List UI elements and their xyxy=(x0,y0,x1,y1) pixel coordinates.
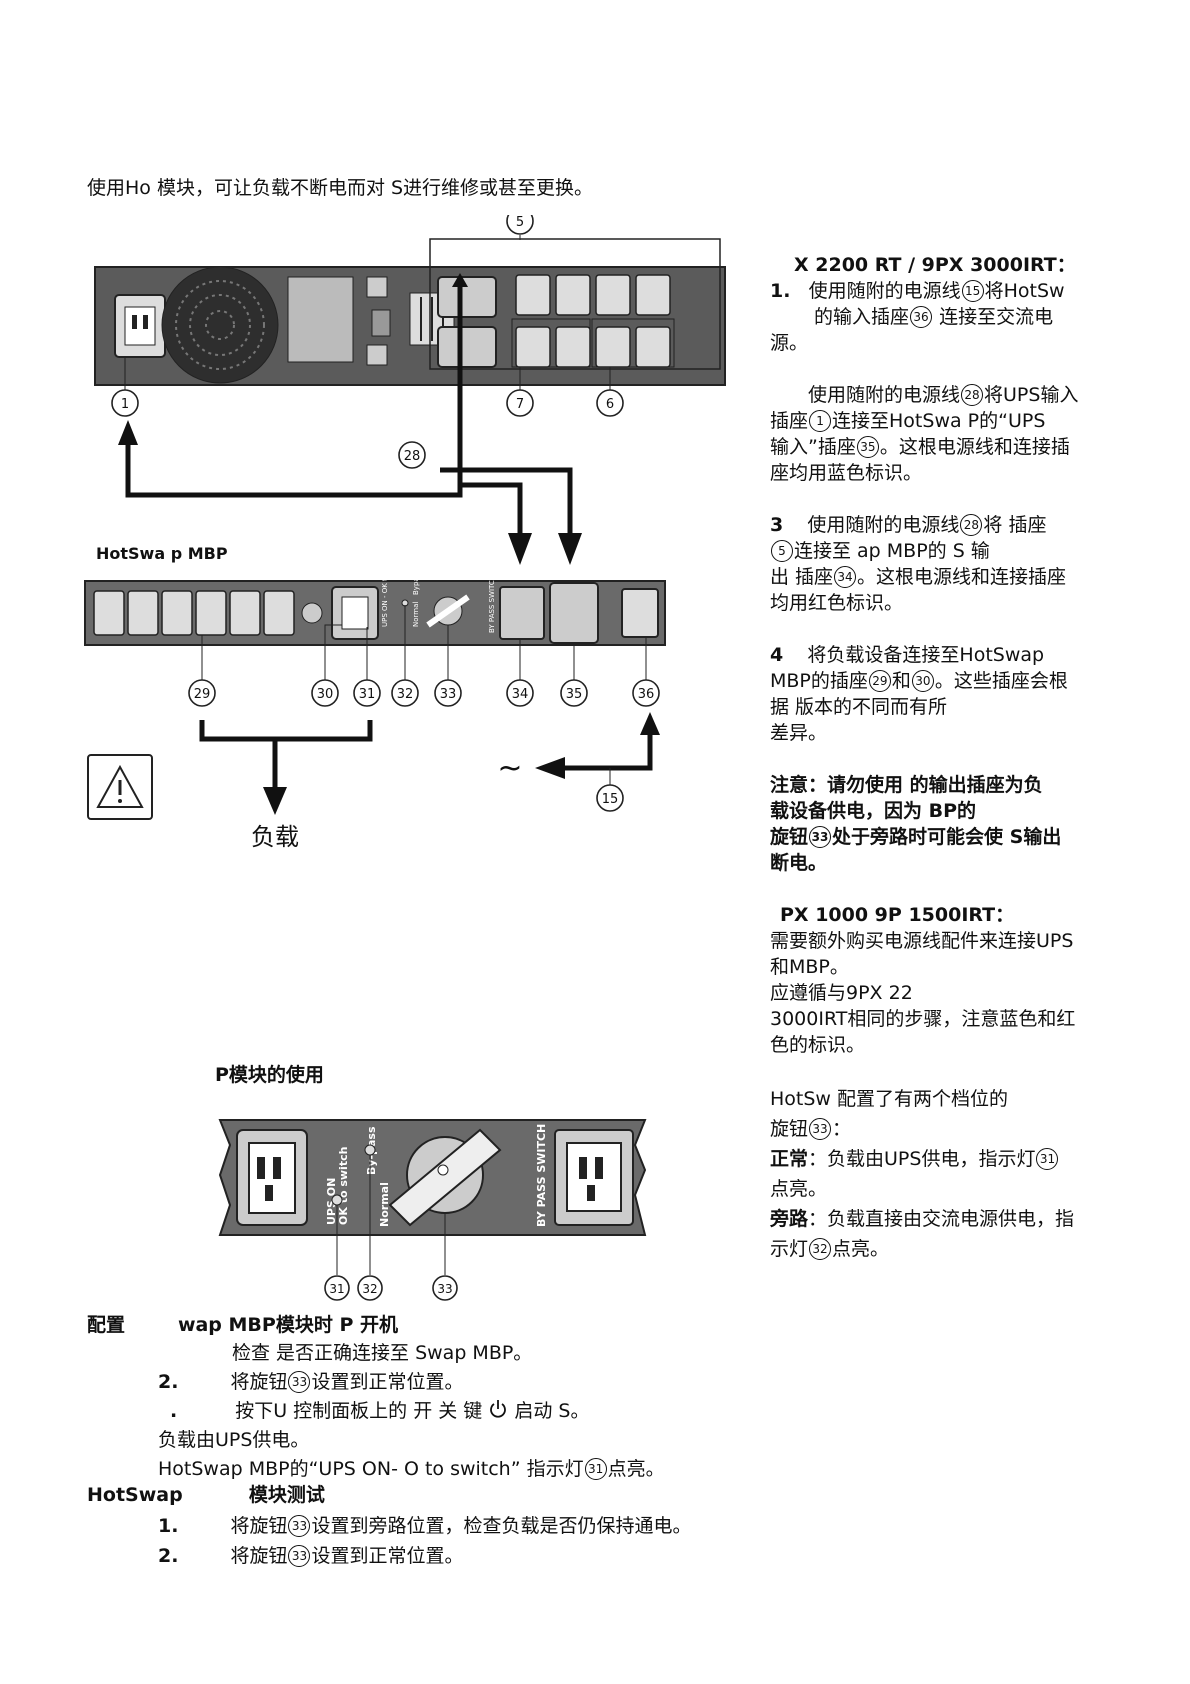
svg-text:Normal: Normal xyxy=(412,602,420,627)
config-step-1: 检查 是否正确连接至 Swap MBP。 xyxy=(232,1342,533,1364)
load-label: 负载 xyxy=(251,823,299,851)
bypass-switch-closeup: UPS ON OK to switch By-pass Normal BY PA… xyxy=(218,1119,647,1301)
svg-text:31: 31 xyxy=(329,1282,344,1296)
ac-symbol: ~ xyxy=(497,751,522,786)
title-9px1000: PX 1000 9P 1500IRT： xyxy=(780,904,1015,926)
fan-grille-icon xyxy=(161,266,279,384)
callout-28: 28 xyxy=(404,449,421,464)
blue-cable-28 xyxy=(125,305,463,498)
intro-text: 使用Ho 模块，可让负载不断电而对 S进行维修或甚至更换。 xyxy=(87,177,594,199)
svg-text:6: 6 xyxy=(606,397,614,412)
callout-31: 31 xyxy=(359,687,376,702)
callout-33: 33 xyxy=(440,687,457,702)
power-icon xyxy=(490,1400,507,1418)
svg-text:BY PASS SWITCH: BY PASS SWITCH xyxy=(535,1124,548,1227)
red-cable xyxy=(440,467,573,533)
test-heading: HotSwap 模块测试 xyxy=(87,1484,325,1506)
mbp-title: HotSwa p MBP xyxy=(96,544,228,563)
callout-34: 34 xyxy=(512,687,529,702)
config-heading: 配置 wap MBP模块时 P 开机 xyxy=(87,1314,398,1336)
title-9px2200: X 2200 RT / 9PX 3000IRT： xyxy=(794,254,1076,276)
config-step-3: .按下U 控制面板上的 开 关 键 启动 S。 xyxy=(170,1400,590,1422)
svg-text:Bypass: Bypass xyxy=(412,570,420,595)
warning-triangle-icon xyxy=(87,754,153,820)
callout-32: 32 xyxy=(397,687,414,702)
svg-text:32: 32 xyxy=(362,1282,377,1296)
connection-diagram: 5 1 7 6 28 HotSwa p MBP UPS ON - OK to s… xyxy=(84,215,726,851)
callout-29: 29 xyxy=(194,687,211,702)
callout-35: 35 xyxy=(566,687,583,702)
svg-text:OK to switch: OK to switch xyxy=(337,1147,350,1225)
svg-text:7: 7 xyxy=(516,397,524,412)
callout-1: 1 xyxy=(121,397,129,412)
section2-title: P模块的使用 xyxy=(215,1064,324,1086)
svg-text:Normal: Normal xyxy=(378,1182,391,1227)
svg-text:UPS ON - OK to switch: UPS ON - OK to switch xyxy=(381,549,389,627)
callout-36: 36 xyxy=(638,687,655,702)
callout-15: 15 xyxy=(602,792,619,807)
svg-text:UPS ON: UPS ON xyxy=(325,1178,338,1225)
svg-text:BY PASS SWITCH: BY PASS SWITCH xyxy=(488,575,496,633)
config-result-1: 负载由UPS供电。 xyxy=(158,1429,310,1451)
callout-5: 5 xyxy=(516,215,524,230)
callout-30: 30 xyxy=(317,687,334,702)
svg-text:33: 33 xyxy=(437,1282,452,1296)
